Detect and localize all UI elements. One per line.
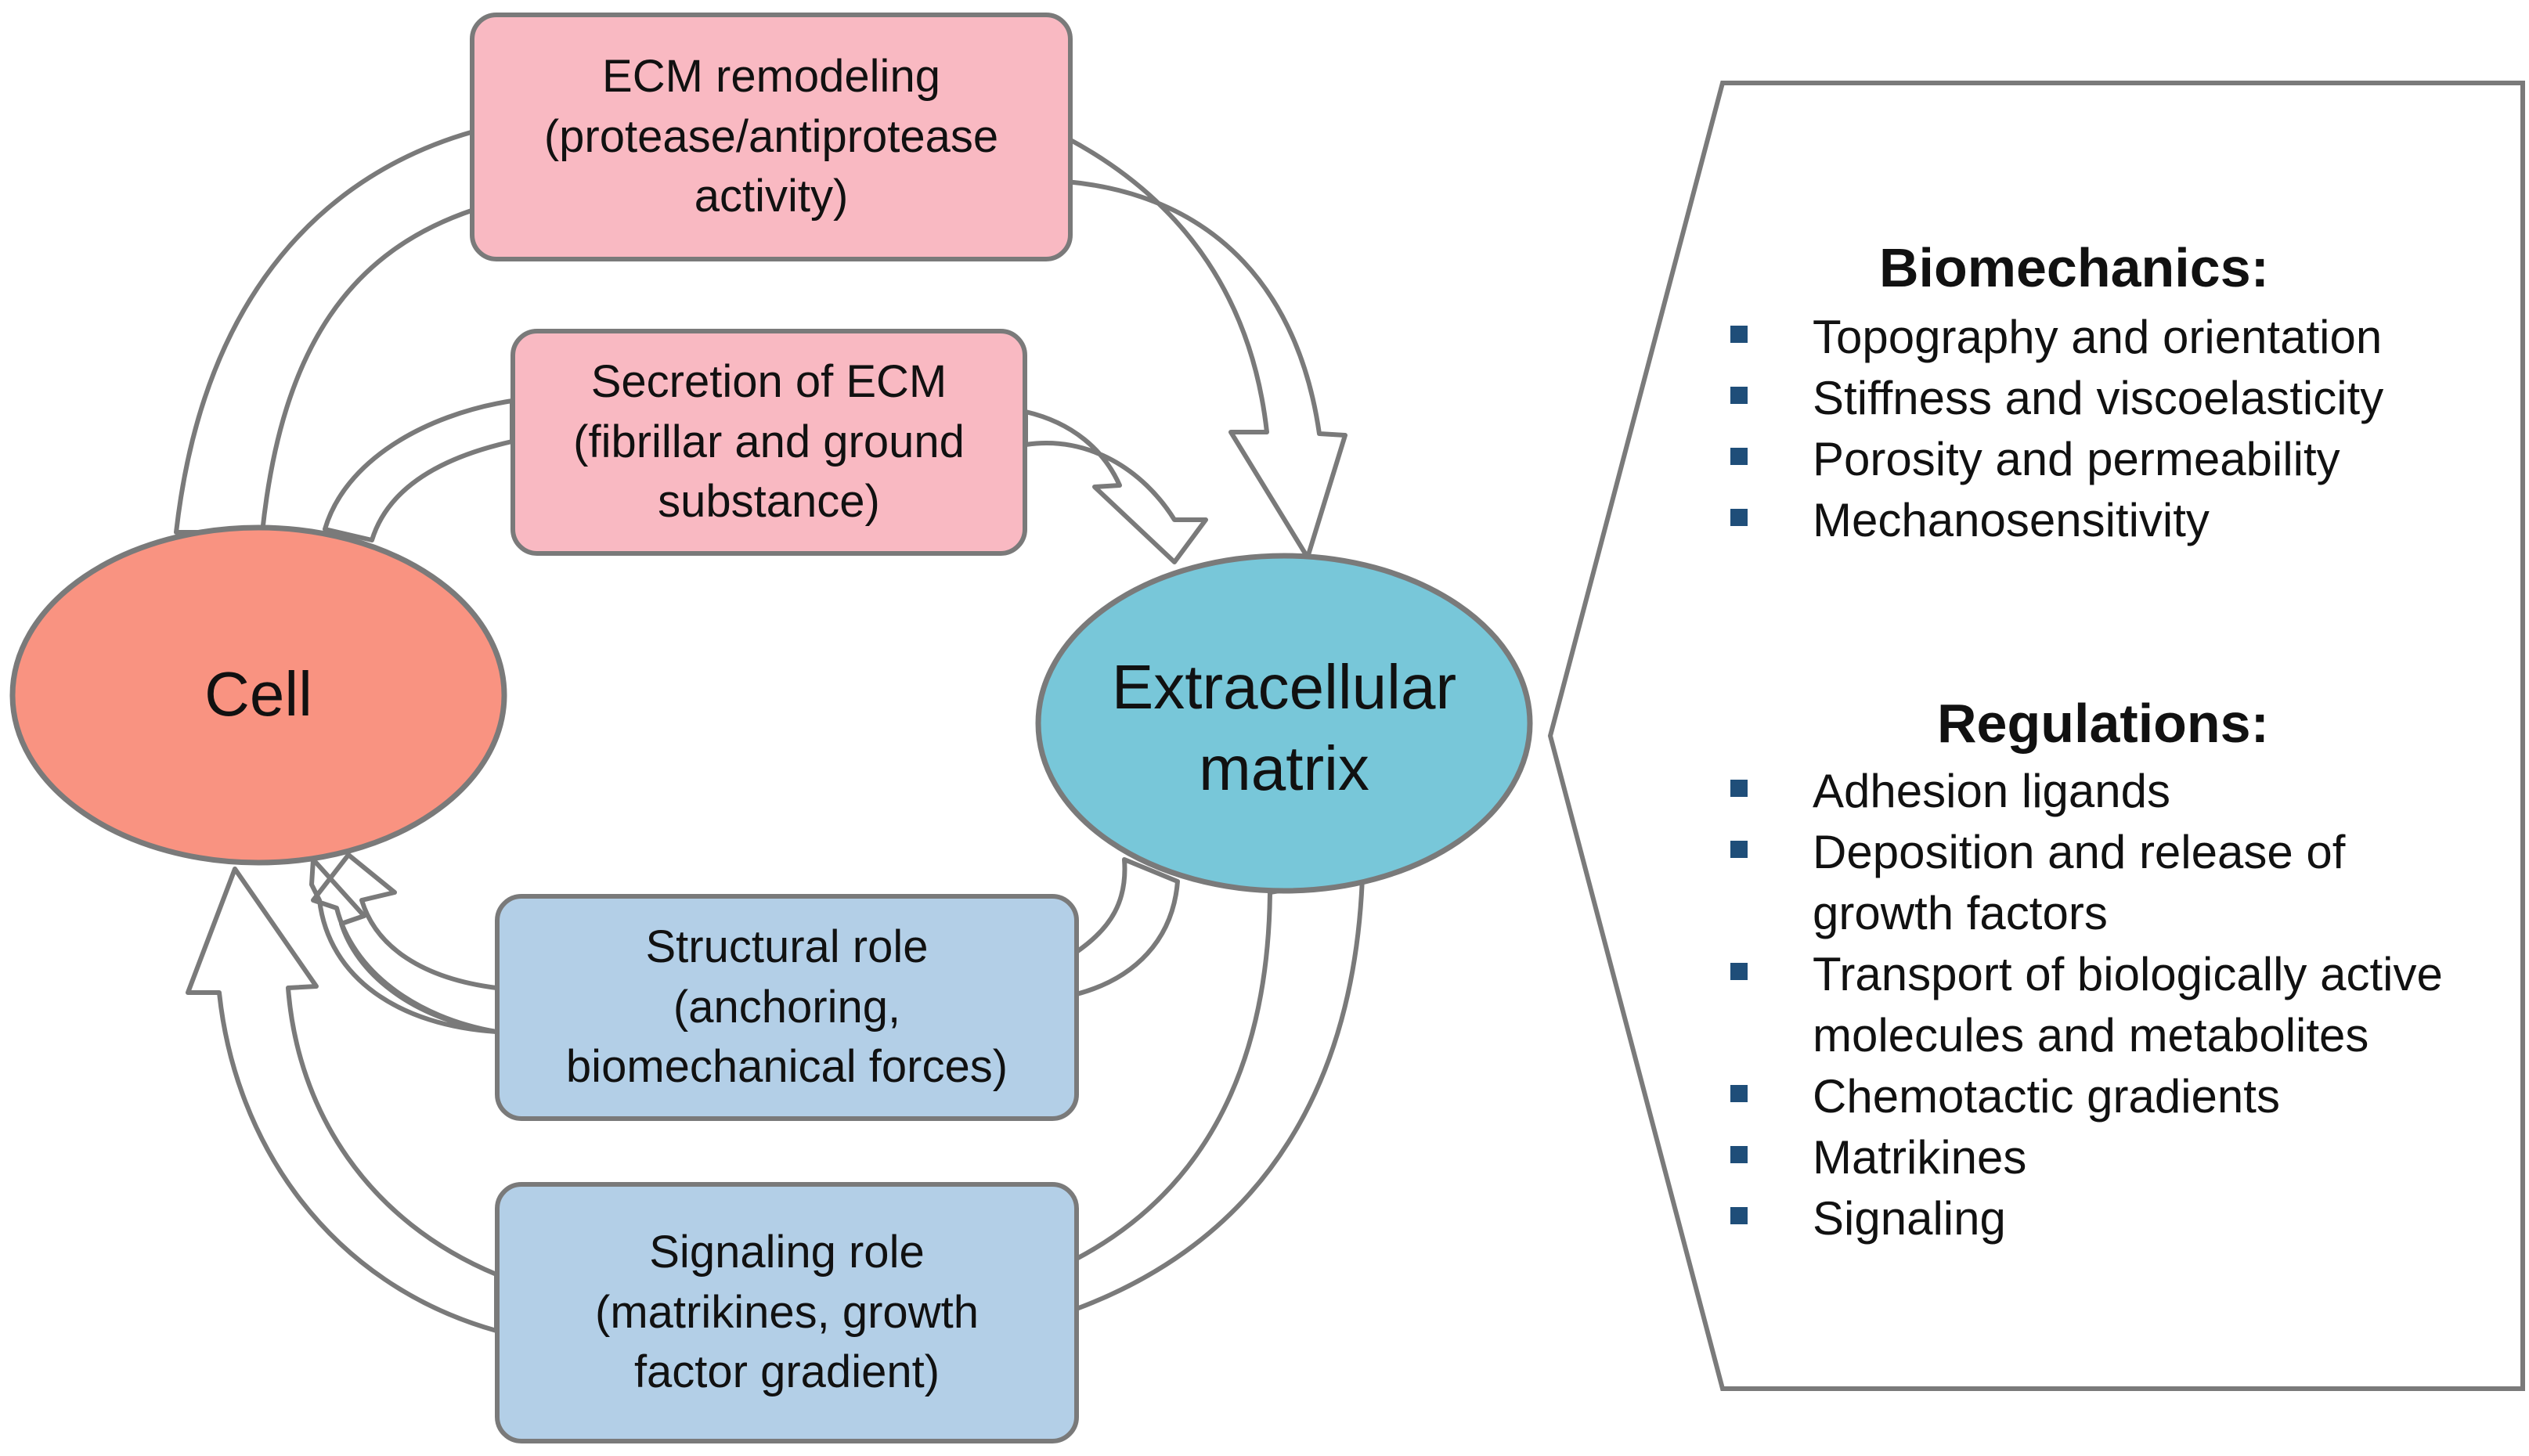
box-line: Secretion of ECM — [590, 356, 947, 408]
box-secretion: Secretion of ECM (fibrillar and ground s… — [510, 329, 1027, 556]
arrow-outer-bottom-right — [1074, 874, 1365, 1311]
biomechanics-list: Topography and orientation Stiffness and… — [1730, 307, 2383, 551]
bullet-icon — [1730, 387, 1748, 404]
arrow-outer-top-right — [1064, 135, 1347, 560]
list-item: Chemotactic gradients — [1730, 1066, 2443, 1127]
box-line: substance) — [658, 476, 880, 528]
box-line: (matrikines, growth — [595, 1286, 979, 1338]
list-item: Adhesion ligands — [1730, 761, 2443, 822]
regulations-title: Regulations: — [1937, 693, 2269, 754]
box-line: activity) — [694, 171, 849, 222]
ecm-label: Extracellular matrix — [1065, 647, 1503, 809]
bullet-icon — [1730, 1146, 1748, 1163]
ecm-label-line: matrix — [1199, 733, 1369, 803]
ecm-ellipse — [1035, 553, 1533, 894]
box-line: factor gradient) — [633, 1346, 940, 1398]
arrow-structural-head — [311, 852, 497, 1034]
list-item: Porosity and permeability — [1730, 429, 2383, 490]
cell-ellipse — [9, 524, 507, 866]
box-line: (protease/antiprotease — [543, 110, 999, 162]
list-item: Matrikines — [1730, 1127, 2443, 1188]
box-line: (fibrillar and ground — [573, 416, 965, 467]
bullet-icon — [1730, 509, 1748, 526]
panel-outline — [1547, 81, 2525, 1391]
cell-label: Cell — [204, 659, 312, 729]
bullet-icon — [1730, 841, 1748, 858]
list-item: Topography and orientation — [1730, 307, 2383, 368]
box-line: ECM remodeling — [602, 51, 940, 103]
box-line: Structural role — [645, 921, 929, 973]
box-line: (anchoring, — [673, 981, 901, 1033]
bullet-icon — [1730, 1085, 1748, 1102]
list-item: Signaling — [1730, 1188, 2443, 1249]
biomechanics-title: Biomechanics: — [1879, 237, 2269, 298]
box-ecm-remodeling: ECM remodeling (protease/antiprotease ac… — [470, 13, 1073, 261]
box-line: biomechanical forces) — [565, 1041, 1008, 1093]
bullet-icon — [1730, 780, 1748, 797]
ecm-label-line: Extracellular — [1111, 652, 1457, 722]
arrow-structural-right — [1074, 857, 1180, 996]
arrow-secretion-right — [1023, 409, 1208, 564]
bullet-icon — [1730, 448, 1748, 465]
list-item: Mechanosensitivity — [1730, 490, 2383, 551]
list-item: Stiffness and viscoelasticity — [1730, 368, 2383, 429]
bullet-icon — [1730, 963, 1748, 980]
box-structural: Structural role (anchoring, biomechanica… — [495, 894, 1079, 1121]
bullet-icon — [1730, 326, 1748, 343]
regulations-list: Adhesion ligands Deposition and release … — [1730, 761, 2443, 1249]
arrow-outer-bottom-left — [186, 867, 499, 1333]
box-line: Signaling role — [649, 1227, 925, 1278]
box-signaling: Signaling role (matrikines, growth facto… — [495, 1182, 1079, 1443]
bullet-icon — [1730, 1207, 1748, 1224]
